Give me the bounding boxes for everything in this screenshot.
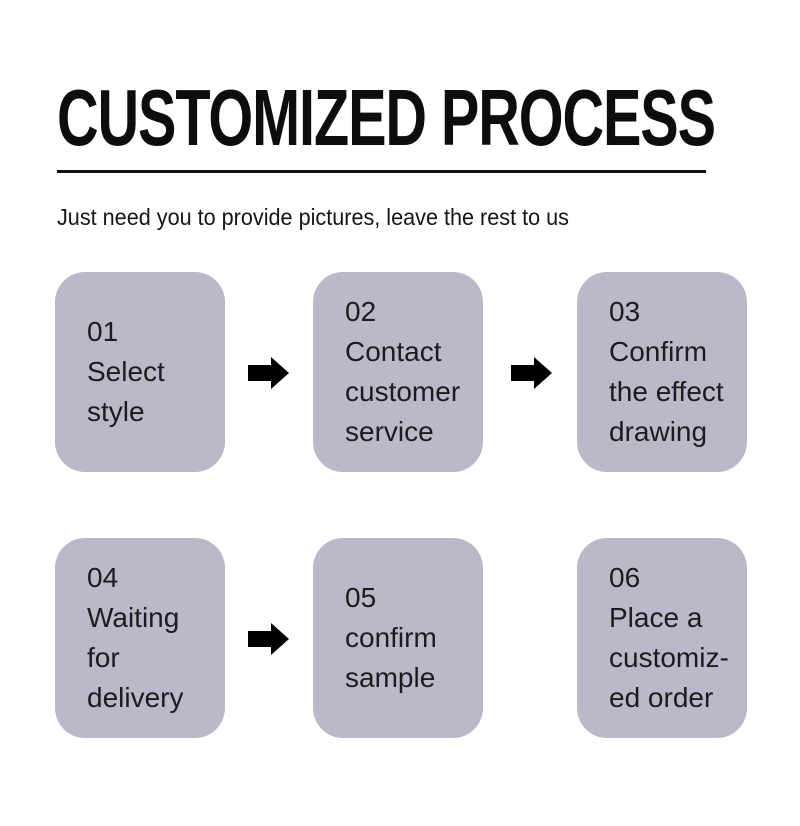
arrow-right-icon <box>248 356 290 390</box>
step-card-01: 01 Select style <box>55 272 225 472</box>
step-card-04: 04 Waiting for delivery <box>55 538 225 738</box>
step-label: Confirm the effect drawing <box>609 336 724 447</box>
step-label: Waiting for delivery <box>87 602 184 713</box>
step-number: 06 <box>609 562 641 593</box>
page-subtitle: Just need you to provide pictures, leave… <box>57 204 569 230</box>
step-number: 04 <box>87 562 119 593</box>
page-title: CUSTOMIZED PROCESS <box>57 73 716 162</box>
step-card-02: 02 Contact customer service <box>313 272 483 472</box>
step-number: 03 <box>609 296 641 327</box>
step-card-05: 05 confirm sample <box>313 538 483 738</box>
step-number: 05 <box>345 582 377 613</box>
step-label: Select style <box>87 356 165 427</box>
step-label: confirm sample <box>345 622 437 693</box>
arrow-right-icon <box>248 622 290 656</box>
step-card-06: 06 Place a customiz- ed order <box>577 538 747 738</box>
step-number: 01 <box>87 316 119 347</box>
step-card-03: 03 Confirm the effect drawing <box>577 272 747 472</box>
step-label: Place a customiz- ed order <box>609 602 729 713</box>
arrow-right-icon <box>511 356 553 390</box>
title-underline <box>57 170 706 173</box>
step-number: 02 <box>345 296 377 327</box>
step-label: Contact customer service <box>345 336 461 447</box>
